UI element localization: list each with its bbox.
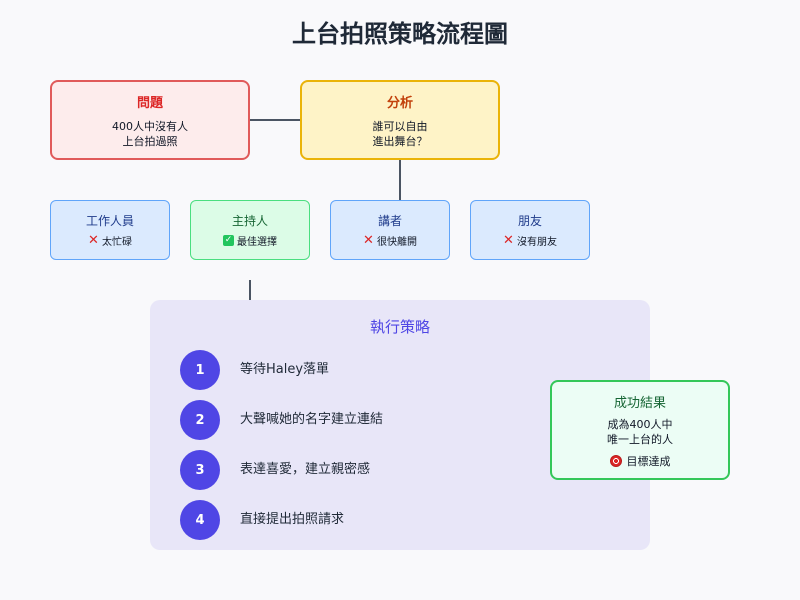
step-label: 表達喜愛，建立親密感	[240, 462, 371, 477]
candidate-note: 很快離開	[376, 237, 417, 248]
problem-box: 問題 400人中沒有人 上台拍過照	[50, 80, 250, 160]
analysis-line-2: 進出舞台？	[372, 134, 428, 148]
diagram-title: 上台拍照策略流程圖	[292, 20, 508, 48]
step-number-badge: 1	[180, 350, 220, 390]
candidate-note: 最佳選擇	[237, 237, 277, 248]
analysis-heading: 分析	[386, 95, 413, 111]
step-label: 大聲喊她的名字建立連結	[240, 412, 384, 427]
step-label: 直接提出拍照請求	[240, 512, 345, 527]
step-number-badge: 2	[180, 400, 220, 440]
step-number-badge: 3	[180, 450, 220, 490]
problem-line-1: 400人中沒有人	[112, 119, 188, 133]
candidate-note: 沒有朋友	[516, 237, 557, 248]
connector-host-strategy	[249, 280, 251, 300]
step-label: 等待Haley落單	[240, 362, 330, 377]
step-number-badge: 4	[180, 500, 220, 540]
check-mark-icon: ✓	[223, 235, 234, 246]
candidate-name: 工作人員	[85, 214, 134, 228]
result-line-1: 成為400人中	[607, 417, 673, 431]
result-box: 成功結果 成為400人中 唯一上台的人 目標達成	[550, 380, 730, 480]
candidate-name: 朋友	[517, 214, 542, 228]
result-goal-row: 目標達成	[609, 453, 671, 469]
problem-line-2: 上台拍過照	[122, 134, 178, 148]
candidate-note-row: ✕ 太忙碌	[88, 232, 132, 249]
connector-problem-analysis	[250, 119, 300, 121]
candidate-note-row: ✕ 沒有朋友	[503, 232, 557, 249]
candidate-speaker: 講者 ✕ 很快離開	[330, 200, 450, 260]
result-heading: 成功結果	[613, 395, 666, 411]
strategy-heading: 執行策略	[369, 318, 430, 336]
candidate-friend: 朋友 ✕ 沒有朋友	[470, 200, 590, 260]
problem-heading: 問題	[136, 95, 163, 111]
candidate-note: 太忙碌	[101, 237, 132, 248]
candidate-name: 講者	[377, 214, 402, 228]
analysis-box: 分析 誰可以自由 進出舞台？	[300, 80, 500, 160]
result-line-2: 唯一上台的人	[607, 432, 673, 446]
candidate-note-row: ✕ 很快離開	[363, 232, 417, 249]
x-mark-icon: ✕	[363, 232, 374, 248]
result-goal: 目標達成	[626, 454, 671, 468]
x-mark-icon: ✕	[88, 232, 99, 248]
candidate-staff: 工作人員 ✕ 太忙碌	[50, 200, 170, 260]
candidate-note-row: ✓ 最佳選擇	[223, 233, 277, 248]
candidate-name: 主持人	[231, 214, 268, 228]
candidate-host: 主持人 ✓ 最佳選擇	[190, 200, 310, 260]
x-mark-icon: ✕	[503, 232, 514, 248]
connector-analysis-candidates	[399, 160, 401, 200]
analysis-line-1: 誰可以自由	[372, 119, 428, 133]
target-icon	[609, 454, 622, 467]
